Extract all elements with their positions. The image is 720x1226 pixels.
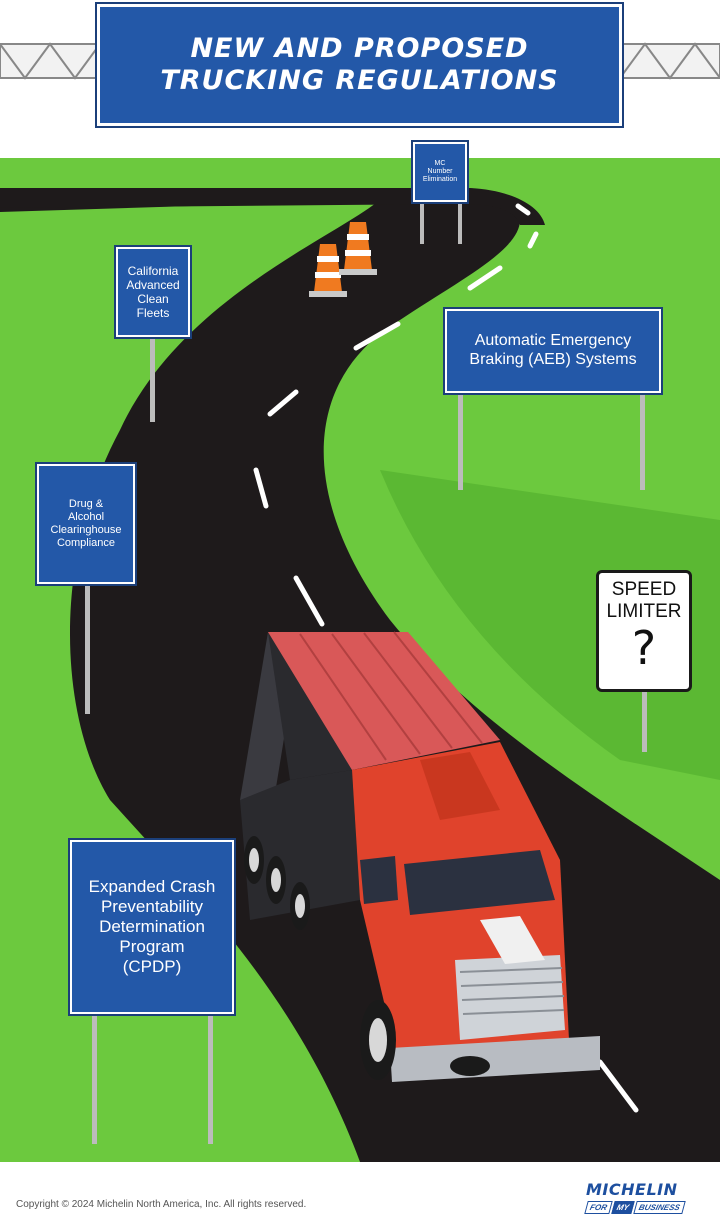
- tag-my: MY: [611, 1201, 635, 1214]
- speed-limiter-sign: SPEED LIMITER ?: [596, 570, 692, 692]
- tag-for: FOR: [584, 1201, 613, 1214]
- sign-posts: [85, 200, 647, 1144]
- copyright-text: Copyright © 2024 Michelin North America,…: [16, 1199, 307, 1210]
- speed-limiter-text: SPEED LIMITER: [606, 579, 682, 622]
- road-far-strip: [0, 188, 545, 225]
- sign-mc-number-elimination: MC Number Elimination: [413, 142, 467, 202]
- brand-tagline: FOR MY BUSINESS: [584, 1201, 699, 1214]
- lane-markings: [253, 203, 639, 1113]
- sign-automatic-emergency-braking: Automatic Emergency Braking (AEB) System…: [445, 309, 661, 393]
- tag-business: BUSINESS: [633, 1201, 686, 1214]
- michelin-logo: MICHELIN FOR MY BUSINESS: [584, 1180, 699, 1214]
- question-mark-icon: ?: [631, 620, 657, 675]
- title-banner: NEW AND PROPOSED TRUCKING REGULATIONS: [97, 4, 622, 126]
- grass-shadow: [380, 470, 720, 780]
- title-line-1: NEW AND PROPOSED: [190, 32, 529, 64]
- sign-drug-alcohol-clearinghouse: Drug & Alcohol Clearinghouse Compliance: [37, 464, 135, 584]
- overhead-gantry-icon: [0, 42, 720, 80]
- sign-expanded-crash-preventability: Expanded Crash Preventability Determinat…: [70, 840, 234, 1014]
- sign-california-advanced-clean-fleets: California Advanced Clean Fleets: [116, 247, 190, 337]
- traffic-cone-icon: [309, 222, 377, 297]
- brand-name: MICHELIN: [586, 1180, 678, 1199]
- truck-icon: [240, 631, 600, 1082]
- title-line-2: TRUCKING REGULATIONS: [160, 65, 559, 96]
